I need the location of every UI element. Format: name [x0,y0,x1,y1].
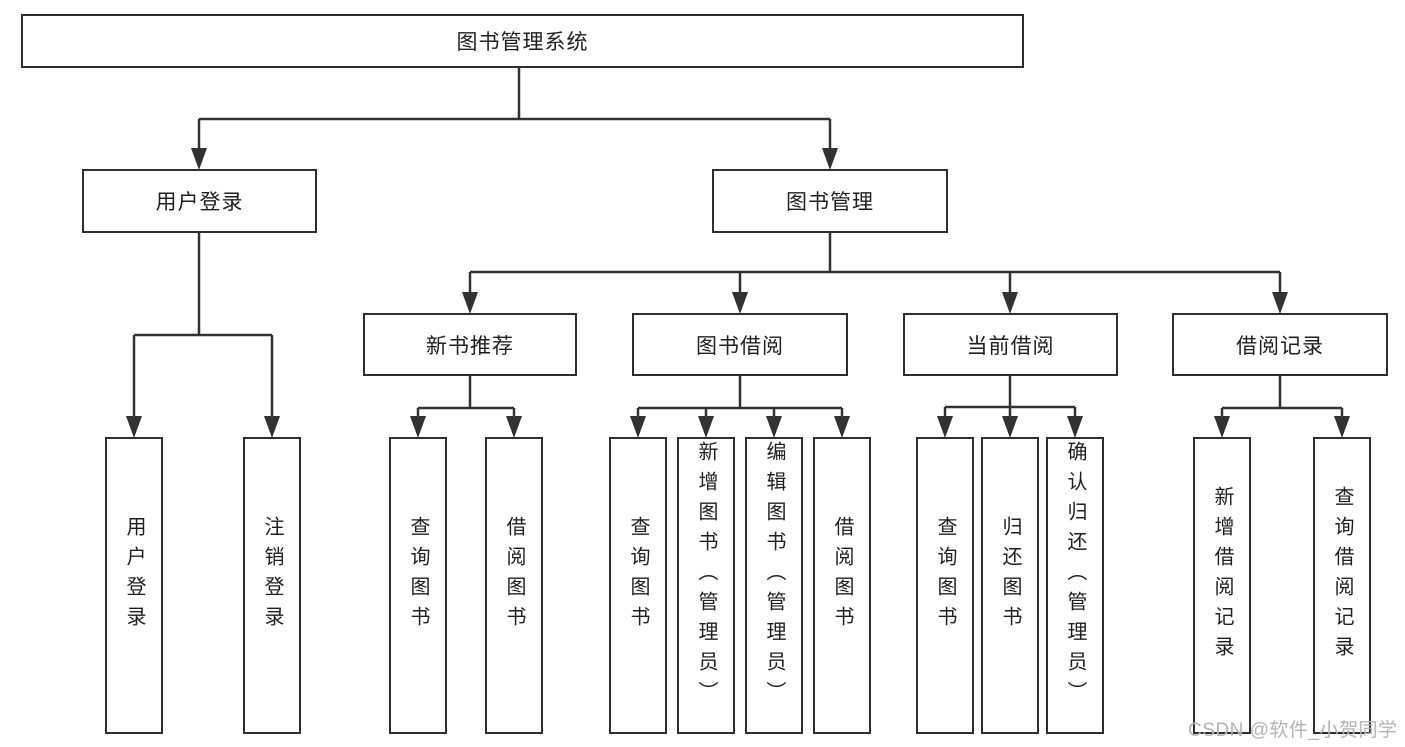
node-label: 新增图书（管理员） [695,440,717,711]
leaf-borrow-books: 借阅图书 [813,437,871,734]
node-borrow-records: 借阅记录 [1172,313,1388,376]
leaf-query-borrow-record: 查询借阅记录 [1313,437,1371,734]
leaf-user-login: 用户登录 [105,437,163,734]
node-current-borrow: 当前借阅 [903,313,1118,376]
leaf-logout: 注销登录 [243,437,301,734]
node-label: 借阅图书 [831,515,853,636]
leaf-add-books-admin: 新增图书（管理员） [677,437,735,734]
leaf-confirm-return-admin: 确认归还（管理员） [1046,437,1104,734]
node-label: 新书推荐 [426,334,514,358]
node-label: 用户登录 [123,515,145,636]
node-label: 归还图书 [999,515,1021,636]
node-label: 查询借阅记录 [1331,485,1353,666]
node-label: 用户登录 [155,191,244,214]
leaf-return-books: 归还图书 [981,437,1039,734]
node-label: 查询图书 [627,515,649,636]
watermark: CSDN @软件_小贺同学 [1188,720,1398,741]
node-label: 图书借阅 [696,334,784,358]
node-label: 借阅图书 [503,515,525,636]
node-label: 查询图书 [934,515,956,636]
leaf-edit-books-admin: 编辑图书（管理员） [745,437,803,734]
node-new-book-recommend: 新书推荐 [363,313,577,376]
leaf-borrow-books: 借阅图书 [485,437,543,734]
arrowhead-icons [126,148,1350,438]
node-label: 注销登录 [261,515,283,636]
leaf-query-books: 查询图书 [916,437,974,734]
node-label: 图书管理 [786,191,874,214]
node-label: 确认归还（管理员） [1064,440,1086,711]
node-label: 借阅记录 [1236,334,1324,358]
node-user-login: 用户登录 [82,169,317,233]
node-label: 新增借阅记录 [1211,485,1233,666]
leaf-query-books: 查询图书 [609,437,667,734]
node-book-borrow: 图书借阅 [632,313,848,376]
leaf-add-borrow-record: 新增借阅记录 [1193,437,1251,734]
connector-lines [132,68,1344,418]
node-label: 当前借阅 [966,334,1055,358]
node-label: 编辑图书（管理员） [763,440,785,711]
node-label: 图书管理系统 [456,31,589,54]
node-label: 查询图书 [407,515,429,636]
leaf-query-books: 查询图书 [389,437,447,734]
node-book-management: 图书管理 [712,169,948,233]
node-root-system: 图书管理系统 [21,14,1024,68]
